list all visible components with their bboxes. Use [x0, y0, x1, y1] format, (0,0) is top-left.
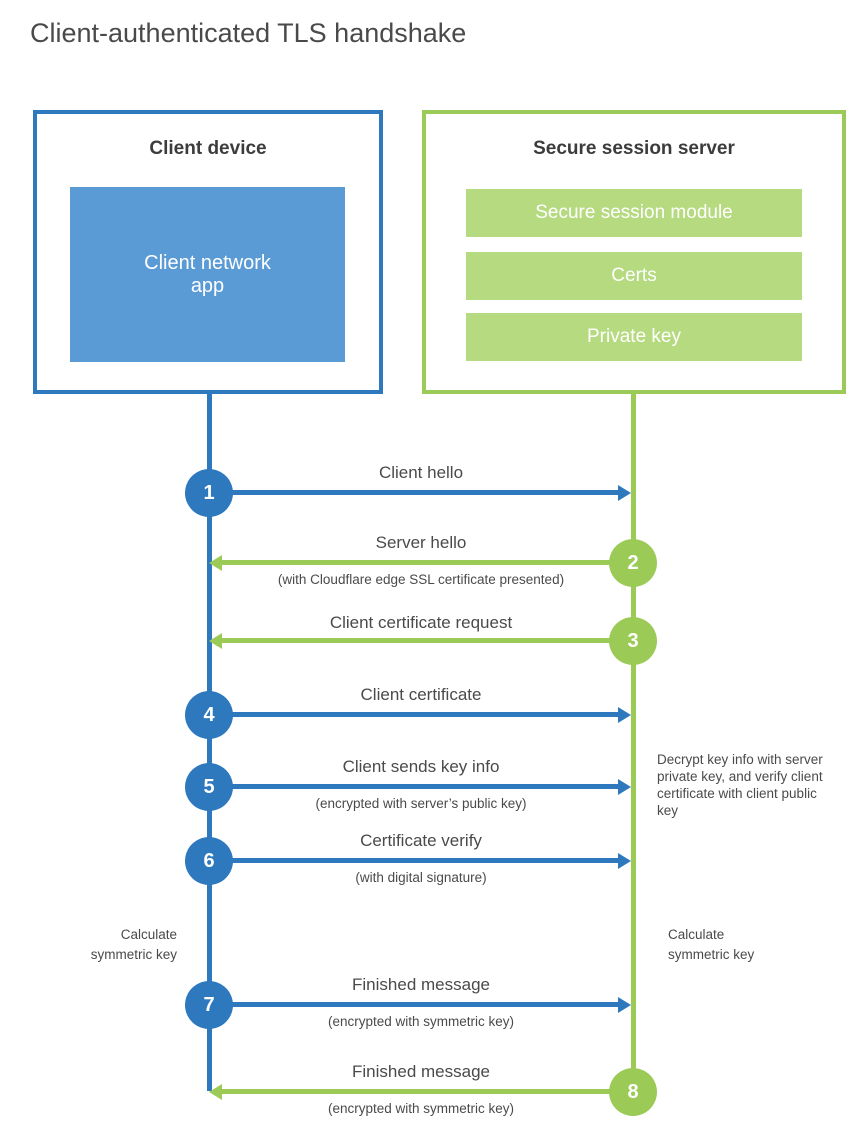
step-number: 5: [203, 775, 215, 798]
arrow-certificate-verify: [209, 858, 619, 863]
arrow-server-hello: [222, 560, 633, 565]
client-network-app-box: Client network app: [70, 187, 345, 362]
message-note-server-hello: (with Cloudflare edge SSL certificate pr…: [277, 572, 565, 587]
server-module-certs: Certs: [466, 252, 802, 300]
step-badge-1: 1: [185, 469, 233, 517]
step-number: 4: [203, 703, 215, 726]
client-device-title: Client device: [149, 138, 267, 159]
step-number: 2: [627, 551, 639, 574]
decrypt-key-info-note: Decrypt key info with server private key…: [657, 752, 823, 818]
step-number: 1: [203, 481, 215, 504]
message-label-server-hello: Server hello: [375, 533, 467, 552]
arrowhead-right-icon: [618, 707, 631, 723]
server-module-label: Secure session module: [535, 202, 733, 223]
server-lifeline: [631, 394, 636, 1115]
step-badge-3: 3: [609, 617, 657, 665]
arrow-client-hello: [209, 490, 619, 495]
arrow-finished-message-client: [209, 1002, 619, 1007]
server-module-label: Certs: [611, 265, 657, 286]
arrow-client-certificate-request: [222, 638, 633, 643]
step-number: 8: [627, 1080, 639, 1103]
arrowhead-right-icon: [618, 853, 631, 869]
message-label-client-certificate: Client certificate: [360, 685, 482, 704]
page-title: Client-authenticated TLS handshake: [30, 18, 467, 48]
step-badge-7: 7: [185, 981, 233, 1029]
step-badge-6: 6: [185, 837, 233, 885]
step-badge-8: 8: [609, 1068, 657, 1116]
step-badge-4: 4: [185, 691, 233, 739]
server-module-secure-session-module: Secure session module: [466, 189, 802, 237]
secure-session-server-title: Secure session server: [533, 138, 735, 159]
calculate-symmetric-key-server-note: Calculate symmetric key: [668, 927, 755, 962]
client-network-app-label: Client network app: [144, 251, 271, 297]
message-note-finished-message-client: (encrypted with symmetric key): [327, 1014, 515, 1029]
arrow-client-sends-key-info: [209, 784, 619, 789]
message-label-finished-message-client: Finished message: [352, 975, 490, 994]
message-note-client-sends-key-info: (encrypted with server’s public key): [315, 796, 527, 811]
arrowhead-left-icon: [209, 1084, 222, 1100]
message-note-certificate-verify: (with digital signature): [355, 870, 487, 885]
step-number: 3: [627, 629, 639, 652]
arrowhead-right-icon: [618, 485, 631, 501]
server-module-private-key: Private key: [466, 313, 802, 361]
message-label-finished-message-server: Finished message: [352, 1062, 490, 1081]
arrowhead-right-icon: [618, 997, 631, 1013]
message-label-client-sends-key-info: Client sends key info: [342, 757, 500, 776]
server-module-label: Private key: [587, 326, 681, 347]
message-label-certificate-verify: Certificate verify: [360, 831, 482, 850]
step-number: 6: [203, 849, 215, 872]
client-lifeline: [207, 394, 212, 1091]
message-label-client-hello: Client hello: [378, 463, 464, 482]
step-number: 7: [203, 993, 215, 1016]
step-badge-5: 5: [185, 763, 233, 811]
arrow-client-certificate: [209, 712, 619, 717]
arrow-finished-message-server: [222, 1089, 633, 1094]
message-label-client-certificate-request: Client certificate request: [329, 613, 513, 632]
message-note-finished-message-server: (encrypted with symmetric key): [327, 1101, 515, 1116]
step-badge-2: 2: [609, 539, 657, 587]
calculate-symmetric-key-client-note: Calculate symmetric key: [90, 927, 177, 962]
arrowhead-right-icon: [618, 779, 631, 795]
arrowhead-left-icon: [209, 555, 222, 571]
arrowhead-left-icon: [209, 633, 222, 649]
